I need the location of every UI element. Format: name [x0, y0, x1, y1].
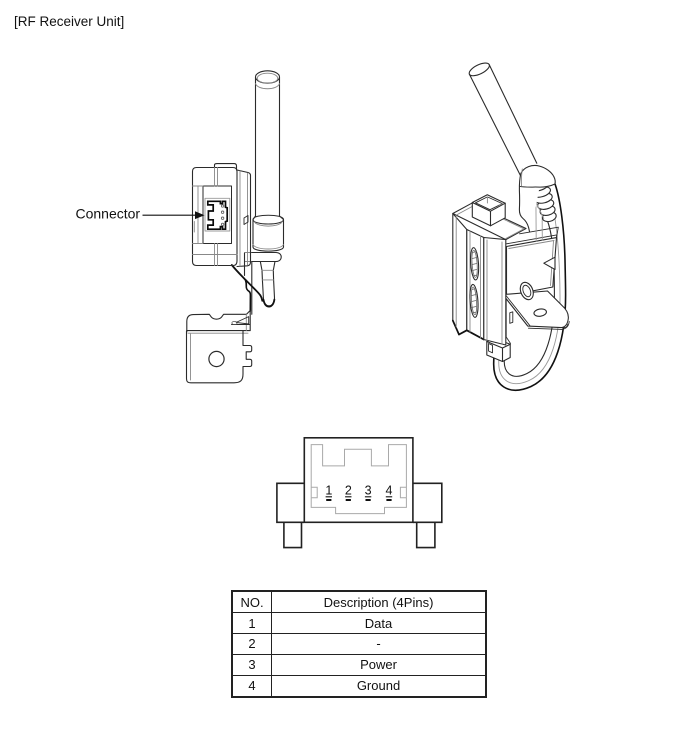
- svg-text:4: 4: [386, 483, 393, 497]
- svg-text:1: 1: [325, 483, 332, 497]
- svg-text:2: 2: [345, 483, 352, 497]
- svg-text:Connector: Connector: [76, 206, 141, 222]
- svg-text:3: 3: [365, 483, 372, 497]
